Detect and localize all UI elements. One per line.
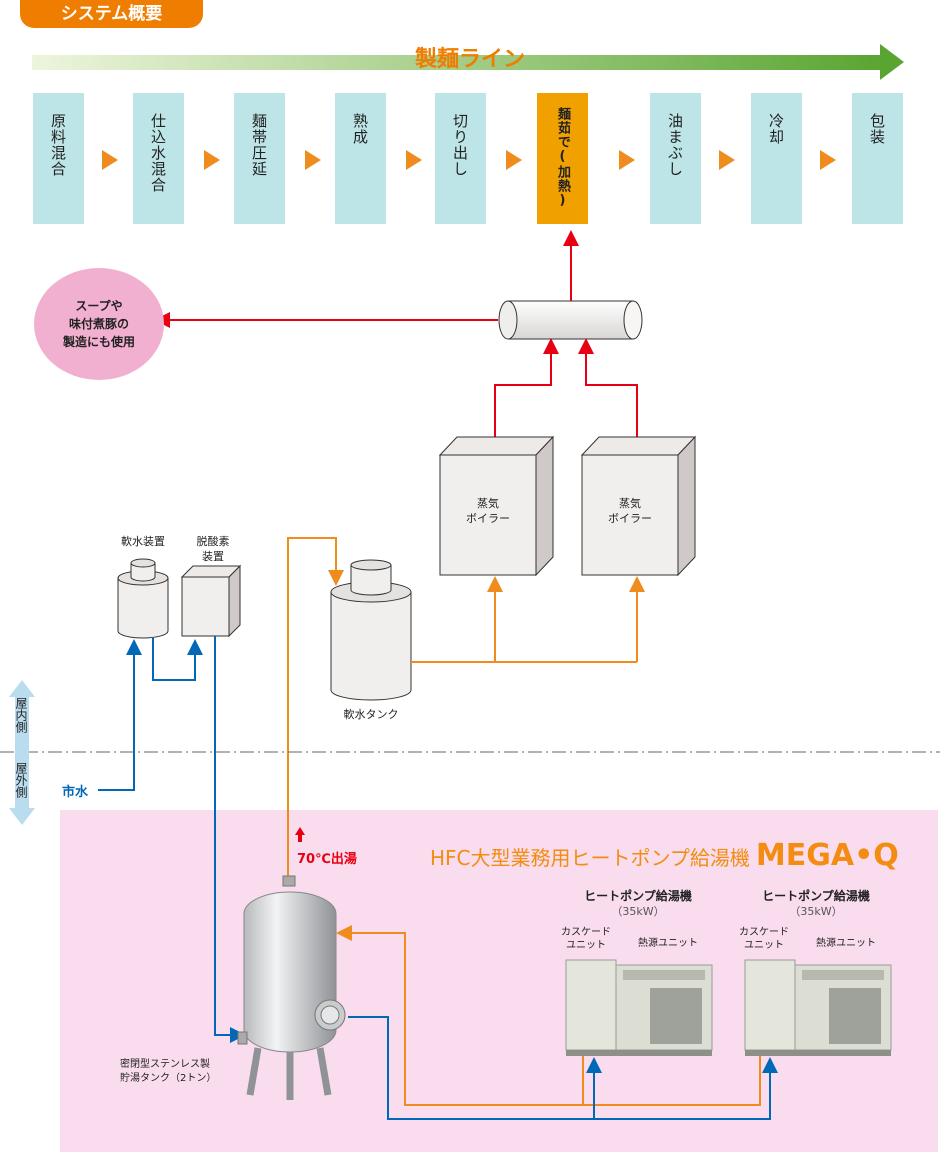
boiler-2-line-2: ボイラー	[608, 512, 652, 525]
city-water-label: 市水	[62, 785, 89, 800]
steam-header-pipe	[498, 300, 643, 340]
hot-water-lines	[287, 537, 761, 1106]
process-step-5: 切り出し	[435, 93, 486, 224]
process-step-3: 麺帯圧延	[234, 93, 285, 224]
process-step-label: 包装	[868, 113, 886, 145]
soup-usage-note: スープや 味付煮豚の 製造にも使用	[34, 268, 164, 380]
indoor-side-label: 屋内側	[14, 697, 28, 733]
process-step-4: 熟成	[335, 93, 386, 224]
heat-pump-2-cascade-line-2: ユニット	[744, 940, 784, 951]
storage-tank-label: 密閉型ステンレス製 貯湯タンク（2トン）	[120, 1058, 250, 1086]
boiler-1	[438, 435, 555, 577]
deoxidizer-line-2: 装置	[202, 550, 224, 563]
soft-water-tank-label: 軟水タンク	[343, 708, 399, 721]
steam-lines	[154, 230, 638, 450]
process-step-label: 油まぶし	[666, 113, 684, 177]
process-step-label: 原料混合	[49, 113, 67, 177]
heat-pump-2-cascade-line-1: カスケード	[739, 927, 789, 938]
soup-line-1: スープや	[75, 299, 123, 313]
process-step-9: 包装	[852, 93, 903, 224]
cold-water-lines	[98, 636, 778, 1120]
heat-pump-2-power: （35kW）	[789, 905, 843, 918]
water-softener-label: 軟水装置	[121, 535, 165, 548]
production-line-title: 製麺ライン	[414, 47, 525, 72]
process-step-7: 油まぶし	[650, 93, 701, 224]
heat-pump-2-heading: ヒートポンプ給湯機 （35kW）	[746, 889, 886, 919]
boiler-2	[580, 435, 697, 577]
process-step-label: 麺茹で(加熱)	[555, 107, 570, 209]
process-step-1: 原料混合	[33, 93, 84, 224]
process-step-label: 麺帯圧延	[250, 113, 268, 177]
storage-tank-line-2: 貯湯タンク（2トン）	[120, 1073, 217, 1084]
section-tag: システム概要	[20, 0, 203, 28]
heat-pump-unit-1	[565, 959, 713, 1056]
process-step-label: 熟成	[351, 113, 369, 145]
mega-q-brand: MEGA•Q	[755, 838, 899, 873]
hot-water-out-label: 70℃出湯	[297, 852, 357, 867]
heat-pump-1-cascade-line-2: ユニット	[566, 940, 606, 951]
boiler-2-line-1: 蒸気	[619, 497, 641, 510]
heat-pump-1-cascade-label: カスケード ユニット	[556, 926, 616, 952]
heat-pump-1-title: ヒートポンプ給湯機	[584, 889, 692, 903]
heat-pump-2-source-label: 熱源ユニット	[816, 938, 876, 949]
mega-q-description: HFC大型業務用ヒートポンプ給湯機	[430, 846, 750, 870]
water-softener	[117, 558, 169, 639]
boiler-1-line-2: ボイラー	[466, 512, 510, 525]
deoxidizer-device	[180, 564, 242, 638]
soup-line-3: 製造にも使用	[62, 335, 135, 349]
storage-tank-line-1: 密閉型ステンレス製	[120, 1059, 210, 1070]
heat-pump-1-source-label: 熱源ユニット	[638, 938, 698, 949]
production-line-arrow	[32, 44, 904, 80]
heat-pump-1-cascade-line-1: カスケード	[561, 927, 611, 938]
process-step-label: 冷却	[767, 113, 785, 145]
deoxidizer-label: 脱酸素 装置	[180, 534, 246, 564]
boiler-1-line-1: 蒸気	[477, 497, 499, 510]
process-step-2: 仕込水混合	[133, 93, 184, 224]
hot-water-out-arrow	[295, 827, 305, 842]
process-step-label: 仕込水混合	[149, 113, 167, 193]
storage-tank	[237, 875, 346, 1100]
process-step-arrows	[102, 150, 836, 170]
boiler-2-label: 蒸気 ボイラー	[582, 496, 678, 526]
soft-water-tank	[330, 559, 412, 701]
boiler-1-label: 蒸気 ボイラー	[440, 496, 536, 526]
deoxidizer-line-1: 脱酸素	[196, 535, 230, 548]
soup-line-2: 味付煮豚の	[68, 317, 129, 331]
process-step-label: 切り出し	[451, 113, 469, 177]
process-step-8: 冷却	[751, 93, 802, 224]
outdoor-side-label: 屋外側	[14, 762, 28, 798]
heat-pump-2-title: ヒートポンプ給湯機	[762, 889, 870, 903]
heat-pump-1-heading: ヒートポンプ給湯機 （35kW）	[568, 889, 708, 919]
process-step-6: 麺茹で(加熱)	[537, 93, 588, 224]
indoor-outdoor-double-arrow	[9, 680, 35, 825]
heat-pump-unit-2	[744, 959, 892, 1056]
heat-pump-2-cascade-label: カスケード ユニット	[734, 926, 794, 952]
heat-pump-1-power: （35kW）	[611, 905, 665, 918]
